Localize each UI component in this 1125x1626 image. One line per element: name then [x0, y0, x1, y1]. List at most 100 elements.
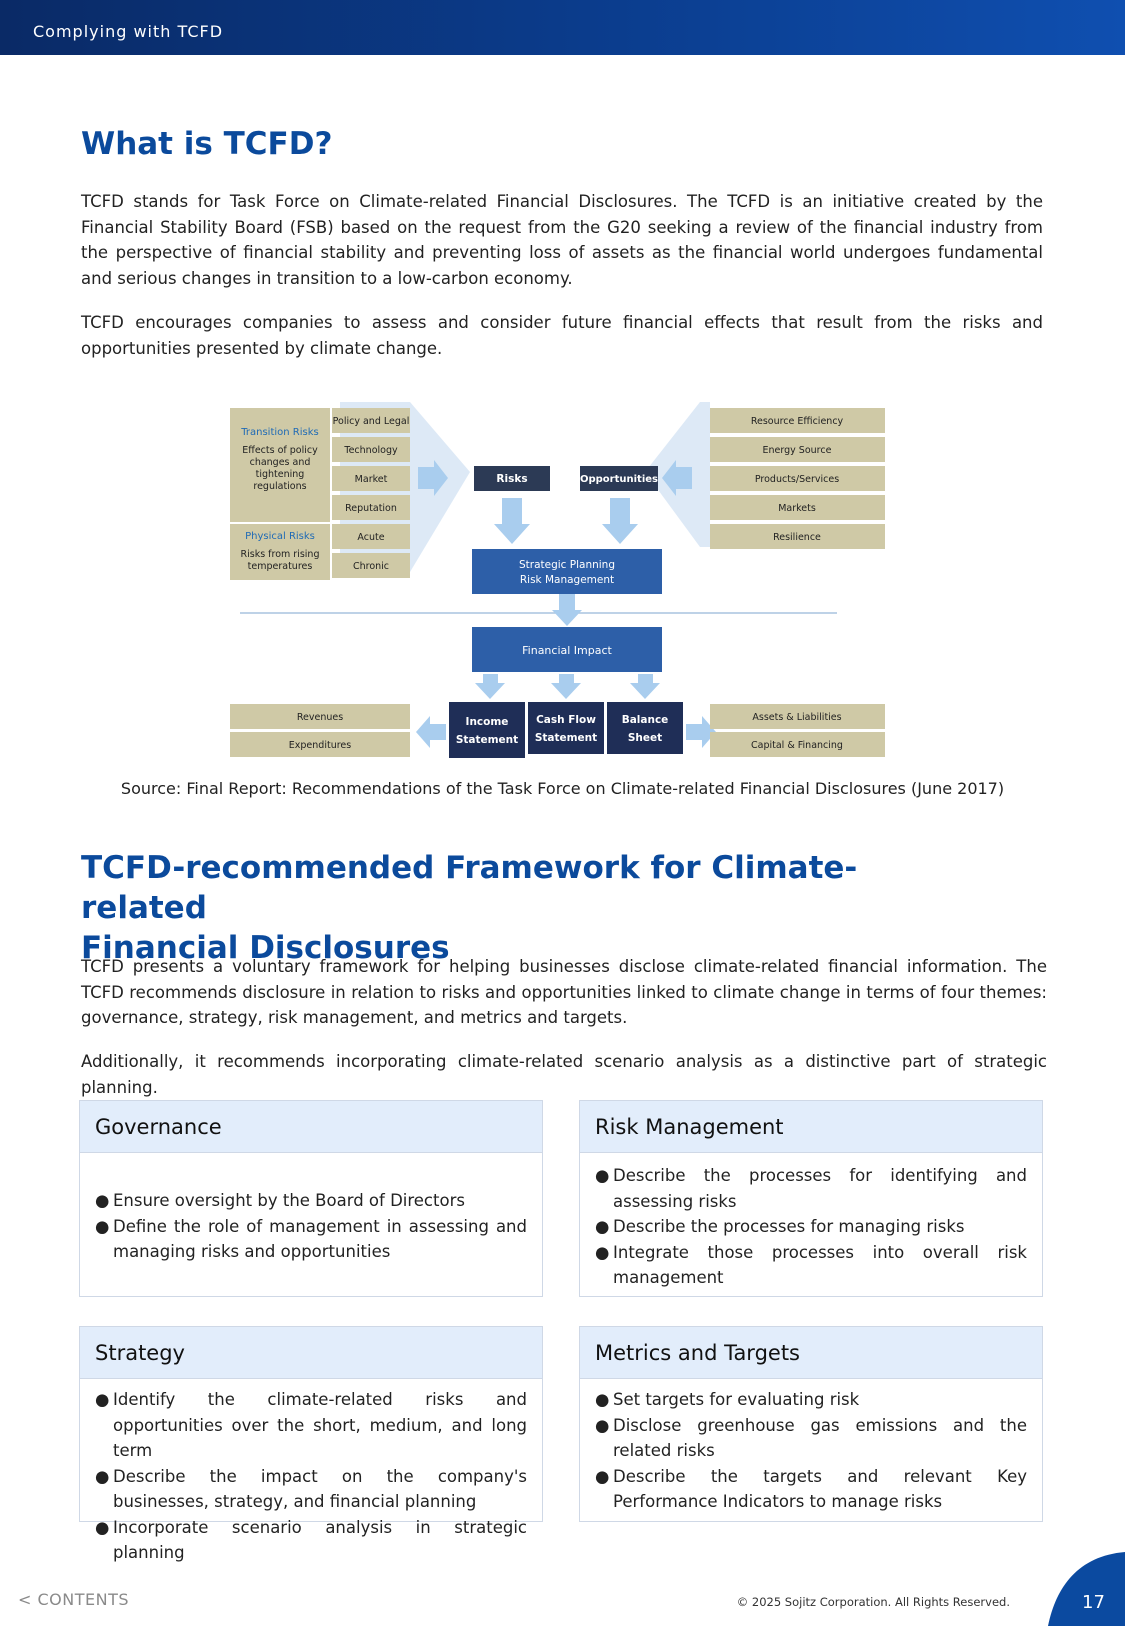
arrow-down-icon	[551, 674, 581, 699]
governance-card: Governance ●Ensure oversight by the Boar…	[79, 1100, 543, 1297]
governance-card-title: Governance	[95, 1115, 222, 1139]
strategy-item-text: Incorporate scenario analysis in strateg…	[113, 1517, 527, 1563]
risk-management-card-header: Risk Management	[580, 1101, 1042, 1153]
section-heading-what-is-tcfd: What is TCFD?	[81, 126, 333, 162]
risk-item-text: Describe the processes for managing risk…	[613, 1217, 965, 1236]
strategy-card-title: Strategy	[95, 1341, 185, 1365]
bullet-icon: ●	[595, 1415, 610, 1435]
opportunity-item-box	[710, 408, 885, 433]
opportunities-box	[580, 466, 658, 491]
balance-sheet-line1: Balance	[622, 714, 669, 726]
risk-item-technology: Technology	[343, 445, 398, 456]
arrow-down-icon	[475, 674, 505, 699]
opportunity-resilience: Resilience	[773, 532, 821, 543]
income-statement-box	[449, 702, 525, 758]
risks-label: Risks	[496, 473, 527, 485]
list-item: ●Integrate those processes into overall …	[595, 1240, 1027, 1291]
bullet-icon: ●	[95, 1216, 110, 1236]
strategy-item-text: Describe the impact on the company's bus…	[113, 1466, 527, 1512]
framework-heading-line1: TCFD-recommended Framework for Climate-r…	[81, 850, 858, 926]
revenues-label: Revenues	[297, 712, 343, 723]
governance-list: ●Ensure oversight by the Board of Direct…	[80, 1153, 542, 1265]
arrow-down-icon	[494, 498, 530, 544]
capital-financing-label: Capital & Financing	[751, 740, 843, 751]
income-statement-line2: Statement	[456, 734, 518, 746]
section-heading-framework: TCFD-recommended Framework for Climate-r…	[81, 848, 981, 968]
header-title: Complying with TCFD	[33, 22, 224, 41]
cash-flow-line2: Statement	[535, 732, 597, 744]
transition-risks-title: Transition Risks	[240, 427, 318, 438]
risk-item-policy: Policy and Legal	[333, 416, 410, 427]
transition-desc-1: Effects of policy	[242, 445, 318, 456]
risks-box	[474, 466, 550, 491]
revenues-box	[230, 704, 410, 729]
balance-sheet-line2: Sheet	[628, 732, 662, 744]
expenditures-label: Expenditures	[289, 740, 351, 751]
metrics-targets-card: Metrics and Targets ●Set targets for eva…	[579, 1326, 1043, 1522]
assets-liabilities-box	[710, 704, 885, 729]
strategic-planning-line1: Strategic Planning	[519, 559, 615, 571]
metrics-item-text: Set targets for evaluating risk	[613, 1390, 860, 1409]
arrow-down-icon	[630, 674, 660, 699]
risk-management-card: Risk Management ●Describe the processes …	[579, 1100, 1043, 1297]
copyright-text: © 2025 Sojitz Corporation. All Rights Re…	[736, 1595, 1010, 1609]
framework-heading-line2: Financial Disclosures	[81, 930, 450, 966]
bullet-icon: ●	[95, 1191, 110, 1210]
governance-item-text: Ensure oversight by the Board of Directo…	[113, 1191, 465, 1210]
list-item: ●Describe the targets and relevant Key P…	[595, 1464, 1027, 1515]
strategy-card: Strategy ●Identify the climate-related r…	[79, 1326, 543, 1562]
metrics-item-text: Disclose greenhouse gas emissions and th…	[613, 1415, 1027, 1461]
bullet-icon: ●	[95, 1466, 110, 1486]
bullet-icon: ●	[95, 1517, 110, 1537]
intro-paragraph-1: TCFD stands for Task Force on Climate-re…	[81, 192, 1043, 288]
transition-desc-2: changes and	[250, 457, 311, 468]
opportunity-item-box	[710, 466, 885, 491]
strategy-item-text: Identify the climate-related risks and o…	[113, 1390, 527, 1460]
financial-impact-label: Financial Impact	[522, 644, 612, 657]
strategy-list: ●Identify the climate-related risks and …	[80, 1379, 542, 1566]
risk-item-box	[332, 466, 410, 491]
bullet-icon: ●	[595, 1217, 610, 1236]
list-item: ●Disclose greenhouse gas emissions and t…	[595, 1413, 1027, 1464]
bullet-icon: ●	[595, 1390, 610, 1409]
metrics-targets-card-title: Metrics and Targets	[595, 1341, 800, 1365]
risk-item-box	[332, 408, 410, 433]
list-item: ●Define the role of management in assess…	[95, 1214, 527, 1265]
risk-item-market: Market	[355, 474, 388, 485]
page-number-tab	[1048, 1552, 1125, 1626]
tcfd-diagram: Transition Risks Effects of policy chang…	[230, 402, 890, 762]
opportunity-item-box	[710, 437, 885, 462]
opportunity-resource: Resource Efficiency	[751, 416, 844, 427]
opportunity-items: Resource Efficiency Energy Source Produc…	[710, 408, 885, 549]
risk-items: Policy and Legal Technology Market Reput…	[332, 408, 410, 578]
risk-item-text: Describe the processes for identifying a…	[613, 1166, 1027, 1211]
governance-card-header: Governance	[80, 1101, 542, 1153]
bullet-icon: ●	[95, 1390, 110, 1409]
physical-risks-box	[230, 524, 330, 580]
transition-desc-4: regulations	[253, 481, 306, 492]
contents-link[interactable]: < CONTENTS	[18, 1590, 130, 1609]
arrow-left-icon	[416, 716, 446, 748]
arrow-left-icon	[662, 460, 692, 496]
list-item: ●Incorporate scenario analysis in strate…	[95, 1515, 527, 1566]
framework-paragraph-1: TCFD presents a voluntary framework for …	[81, 957, 1047, 1027]
list-item: ●Describe the processes for managing ris…	[595, 1214, 1027, 1240]
risk-management-card-title: Risk Management	[595, 1115, 784, 1139]
risk-management-list: ●Describe the processes for identifying …	[580, 1153, 1042, 1291]
risk-item-chronic: Chronic	[353, 561, 389, 572]
diagram-source: Source: Final Report: Recommendations of…	[120, 779, 1005, 798]
intro-paragraph-2: TCFD encourages companies to assess and …	[81, 313, 1043, 358]
list-item: ●Identify the climate-related risks and …	[95, 1387, 527, 1464]
opportunity-products: Products/Services	[755, 474, 839, 485]
physical-risks-title: Physical Risks	[245, 531, 315, 542]
bullet-icon: ●	[595, 1466, 610, 1486]
arrow-down-icon	[552, 594, 582, 626]
physical-desc-1: Risks from rising	[241, 549, 320, 560]
list-item: ●Ensure oversight by the Board of Direct…	[95, 1188, 527, 1214]
income-statement-line1: Income	[466, 716, 509, 728]
framework-paragraph-2: Additionally, it recommends incorporatin…	[81, 1052, 1047, 1097]
arrow-right-icon	[686, 716, 716, 748]
cash-flow-line1: Cash Flow	[536, 714, 596, 726]
page-number: 17	[1082, 1592, 1105, 1613]
risk-item-text: Integrate those processes into overall r…	[613, 1242, 1027, 1288]
